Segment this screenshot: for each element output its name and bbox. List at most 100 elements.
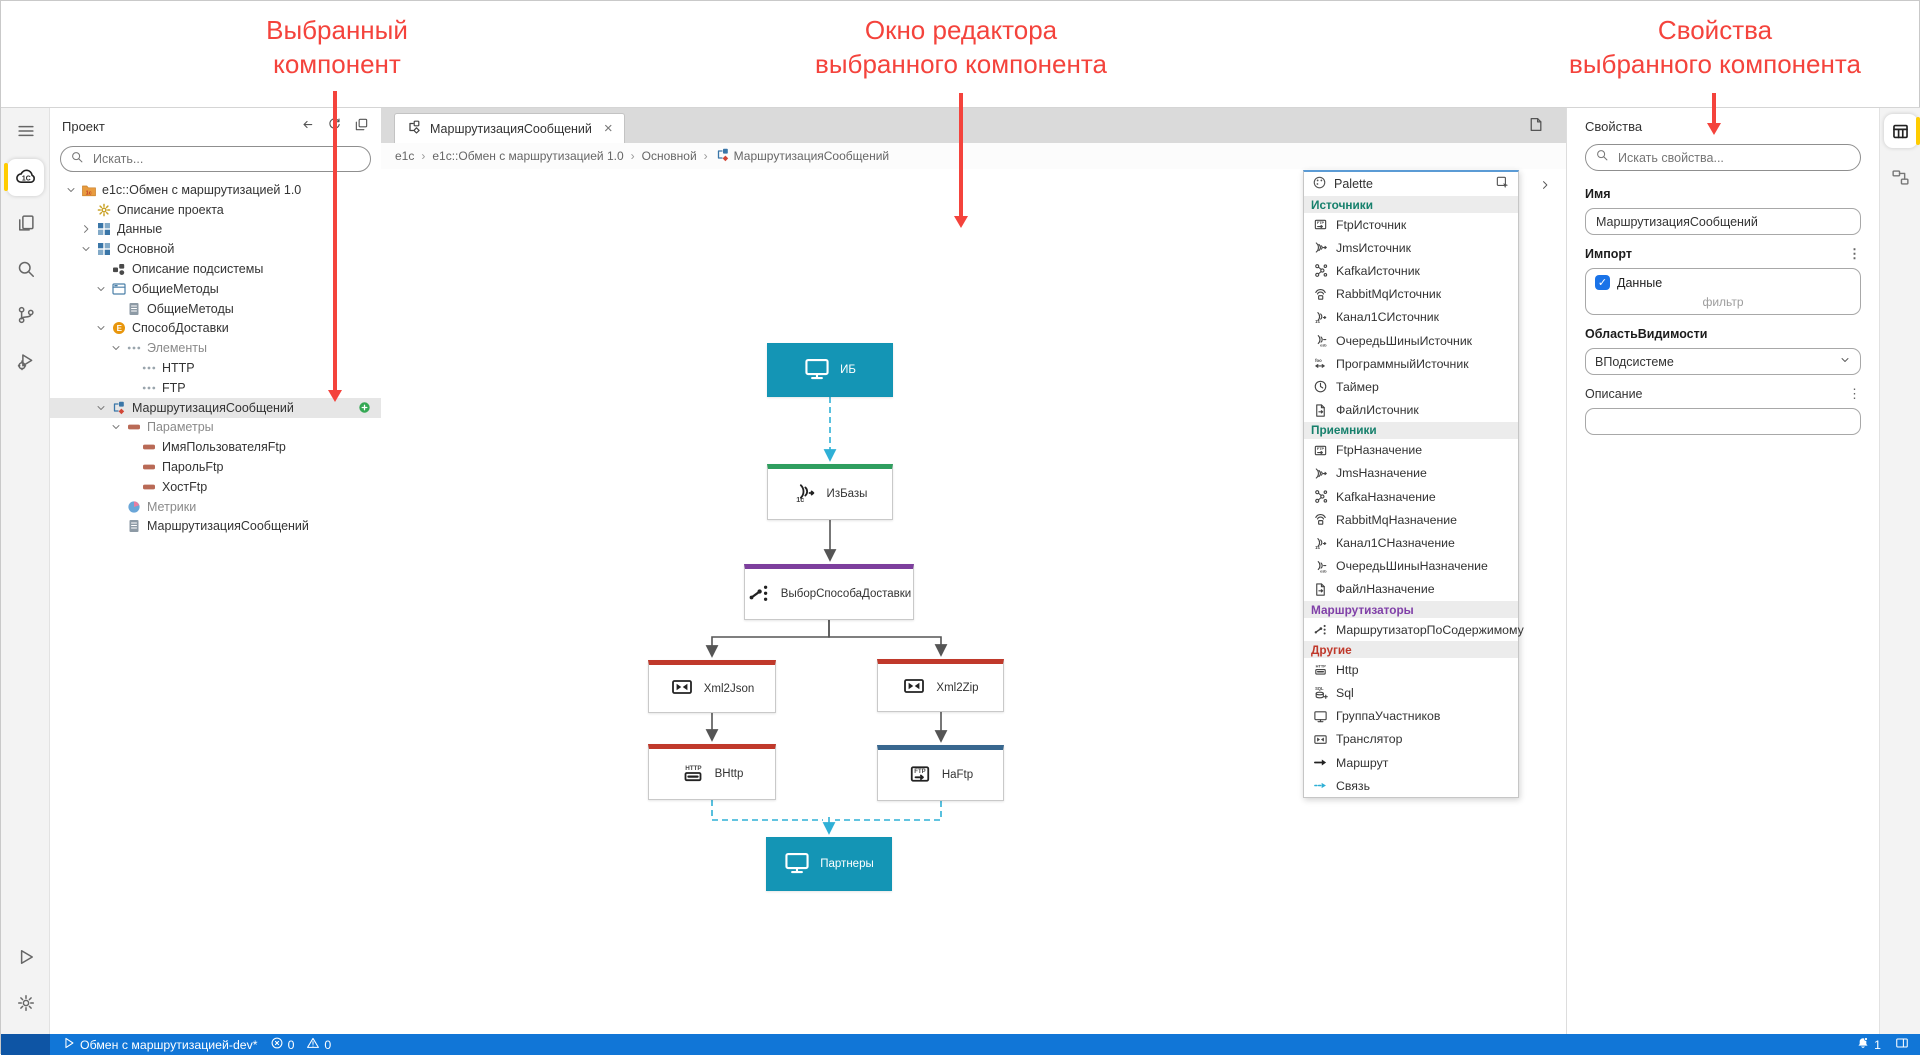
properties-search-input[interactable] [1616, 149, 1851, 166]
tree-item[interactable]: Элементы [50, 338, 381, 358]
description-field[interactable] [1585, 408, 1861, 435]
breadcrumb-item[interactable]: e1c [395, 149, 415, 163]
diagram-node-xml2json[interactable]: Xml2Json [648, 660, 776, 713]
tree-item[interactable]: ХостFtp [50, 477, 381, 497]
breadcrumb-item[interactable]: Основной [641, 149, 697, 163]
palette-item[interactable]: RabbitMqИсточник [1304, 283, 1518, 306]
palette-item[interactable]: Связь [1304, 774, 1518, 797]
layout-panel-icon[interactable] [1895, 1036, 1909, 1053]
project-search-input[interactable] [91, 151, 361, 167]
activity-item-debug-icon[interactable] [1, 338, 50, 384]
tree-item[interactable]: МаршрутизацияСообщений [50, 397, 381, 418]
tree-item[interactable]: ОбщиеМетоды [50, 299, 381, 319]
tree-item[interactable]: ИмяПользователяFtp [50, 437, 381, 457]
tree-item[interactable]: Параметры [50, 418, 381, 438]
notifications-button[interactable]: 1 [1856, 1036, 1881, 1053]
chevron-down-icon[interactable] [78, 242, 93, 257]
checkbox-checked-icon[interactable]: ✓ [1595, 275, 1610, 290]
back-icon[interactable] [300, 117, 315, 135]
activity-item-relations-icon[interactable] [1880, 154, 1920, 200]
chevron-down-icon[interactable] [93, 321, 108, 336]
import-checkbox-label[interactable]: Данные [1617, 275, 1663, 290]
tree-item[interactable]: ОбщиеМетоды [50, 279, 381, 299]
activity-item-cloud-1c-icon[interactable]: 1С [1, 154, 50, 200]
name-label: Имя [1585, 187, 1611, 201]
breadcrumb-item[interactable]: e1c::Обмен с маршрутизацией 1.0 [432, 149, 624, 163]
run-project-button[interactable]: Обмен с маршрутизацией-dev* [62, 1036, 258, 1053]
palette-item[interactable]: JmsИсточник [1304, 236, 1518, 259]
tree-item[interactable]: Описание проекта [50, 200, 381, 220]
tree-item[interactable]: Описание подсистемы [50, 259, 381, 279]
filter-placeholder[interactable]: фильтр [1702, 295, 1744, 309]
palette-item[interactable]: RabbitMqНазначение [1304, 508, 1518, 531]
activity-item-settings-icon[interactable] [1, 980, 50, 1026]
palette-item[interactable]: Транслятор [1304, 728, 1518, 751]
new-page-icon[interactable] [1527, 116, 1544, 138]
collapse-all-icon[interactable] [354, 117, 369, 135]
activity-item-menu-icon[interactable] [1, 108, 50, 154]
palette-item[interactable]: МаршрутизаторПоСодержимому [1304, 618, 1524, 641]
activity-item-search-icon[interactable] [1, 246, 50, 292]
chevron-down-icon[interactable] [93, 400, 108, 415]
tree-item[interactable]: Данные [50, 220, 381, 240]
jms-icon [1312, 465, 1328, 481]
diagram-node-vybor[interactable]: ВыборСпособаДоставки [744, 564, 914, 620]
chevron-down-icon[interactable] [63, 182, 78, 197]
refresh-icon[interactable] [327, 117, 342, 135]
kebab-icon[interactable]: ⋮ [1848, 246, 1861, 261]
diagram-node-xml2zip[interactable]: Xml2Zip [877, 659, 1004, 712]
errors-indicator[interactable]: 0 [270, 1036, 294, 1053]
breadcrumb-item[interactable]: МаршрутизацияСообщений [715, 147, 889, 166]
palette-item[interactable]: KafkaИсточник [1304, 259, 1518, 282]
chevron-down-icon[interactable] [108, 420, 123, 435]
project-search[interactable] [60, 146, 371, 172]
tab-routing[interactable]: МаршрутизацияСообщений × [394, 113, 625, 143]
scope-select[interactable]: ВПодсистеме [1585, 348, 1861, 375]
tree-item[interactable]: МаршрутизацияСообщений [50, 517, 381, 537]
warnings-indicator[interactable]: 0 [306, 1036, 331, 1053]
palette-item[interactable]: ФайлИсточник [1304, 399, 1518, 422]
activity-item-table-icon[interactable] [1880, 108, 1920, 154]
chevron-down-icon[interactable] [108, 341, 123, 356]
palette-item[interactable]: Таймер [1304, 375, 1518, 398]
close-icon[interactable]: × [603, 120, 613, 137]
palette-item[interactable]: ФайлНазначение [1304, 578, 1518, 601]
tree-item[interactable]: HTTP [50, 358, 381, 378]
palette-item[interactable]: ГруппаУчастников [1304, 705, 1518, 728]
activity-item-branch-icon[interactable] [1, 292, 50, 338]
tree-item[interactable]: ПарольFtp [50, 457, 381, 477]
diagram-node-partnery[interactable]: Партнеры [766, 837, 892, 891]
tree-item[interactable]: Основной [50, 239, 381, 259]
pick-component-icon[interactable] [1495, 175, 1510, 193]
activity-item-pages-icon[interactable] [1, 200, 50, 246]
palette-item[interactable]: JmsНазначение [1304, 462, 1518, 485]
palette-item[interactable]: KafkaНазначение [1304, 485, 1518, 508]
palette-item[interactable]: Маршрут [1304, 751, 1518, 774]
kebab-icon[interactable]: ⋮ [1848, 386, 1861, 401]
tree-item[interactable]: FTP [50, 378, 381, 398]
properties-search[interactable] [1585, 144, 1861, 171]
activity-item-run-icon[interactable] [1, 934, 50, 980]
cloud-1c-icon: 1С [7, 158, 44, 196]
name-field[interactable]: МаршрутизацияСообщений [1585, 208, 1861, 235]
diagram-node-ib[interactable]: ИБ [767, 343, 893, 397]
chevron-right-icon[interactable] [78, 222, 93, 237]
tab-label: МаршрутизацияСообщений [430, 121, 592, 136]
tree-item[interactable]: Метрики [50, 497, 381, 517]
palette-collapse-chevron-icon[interactable] [1539, 178, 1551, 196]
chevron-down-icon[interactable] [93, 281, 108, 296]
